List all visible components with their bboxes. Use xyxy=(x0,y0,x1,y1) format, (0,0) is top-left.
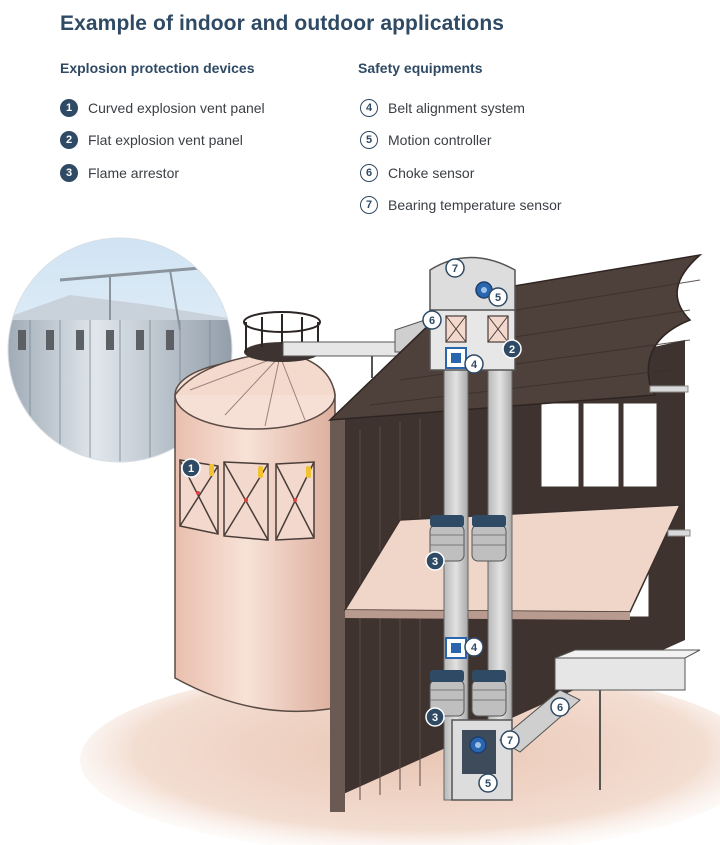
legend-label: Choke sensor xyxy=(388,165,475,181)
marker-number: 1 xyxy=(188,463,194,475)
legend-item-choke-sensor: 6 Choke sensor xyxy=(360,164,474,182)
marker-2: 2 xyxy=(502,339,522,359)
diagram-markers: 1 2 3 3 4 4 5 5 6 6 7 7 xyxy=(181,258,570,793)
silo xyxy=(174,311,336,713)
legend-item-flame-arrestor: 3 Flame arrestor xyxy=(60,164,179,182)
marker-4: 4 xyxy=(464,354,484,374)
marker-7: 7 xyxy=(445,258,465,278)
page-title: Example of indoor and outdoor applicatio… xyxy=(60,12,505,35)
legend-label: Flat explosion vent panel xyxy=(88,132,243,148)
silo-photo-inset xyxy=(8,238,232,462)
legend-item-belt-alignment: 4 Belt alignment system xyxy=(360,99,525,117)
marker-5: 5 xyxy=(478,773,498,793)
marker-number: 7 xyxy=(507,735,513,747)
bucket-elevator xyxy=(429,256,516,801)
marker-number: 3 xyxy=(432,556,438,568)
legend-item-flat-vent: 2 Flat explosion vent panel xyxy=(60,131,243,149)
legend-label: Bearing temperature sensor xyxy=(388,197,562,213)
legend-number-7: 7 xyxy=(360,196,378,214)
legend-item-bearing-temperature: 7 Bearing temperature sensor xyxy=(360,196,562,214)
marker-number: 5 xyxy=(485,778,491,790)
marker-4: 4 xyxy=(464,637,484,657)
marker-3: 3 xyxy=(425,551,445,571)
marker-6: 6 xyxy=(550,697,570,717)
marker-number: 3 xyxy=(432,712,438,724)
legend-number-5: 5 xyxy=(360,131,378,149)
legend-label: Belt alignment system xyxy=(388,100,525,116)
legend-number-4: 4 xyxy=(360,99,378,117)
legend-item-curved-vent: 1 Curved explosion vent panel xyxy=(60,99,265,117)
marker-3: 3 xyxy=(425,707,445,727)
legend-label: Motion controller xyxy=(388,132,492,148)
marker-number: 4 xyxy=(471,359,478,371)
marker-number: 5 xyxy=(495,292,501,304)
marker-5: 5 xyxy=(488,287,508,307)
flame-arrestors xyxy=(429,524,507,717)
marker-number: 4 xyxy=(471,642,478,654)
marker-number: 6 xyxy=(557,702,563,714)
legend-number-3: 3 xyxy=(60,164,78,182)
legend-item-motion-controller: 5 Motion controller xyxy=(360,131,492,149)
marker-7: 7 xyxy=(500,730,520,750)
marker-number: 2 xyxy=(509,344,515,356)
marker-number: 6 xyxy=(429,315,435,327)
legend-number-1: 1 xyxy=(60,99,78,117)
explosion-protection-heading: Explosion protection devices xyxy=(60,60,255,76)
legend-number-6: 6 xyxy=(360,164,378,182)
legend-label: Curved explosion vent panel xyxy=(88,100,265,116)
marker-number: 7 xyxy=(452,263,458,275)
legend-number-2: 2 xyxy=(60,131,78,149)
safety-equipments-heading: Safety equipments xyxy=(358,60,483,76)
curved-vent-panels xyxy=(179,459,315,541)
marker-6: 6 xyxy=(422,310,442,330)
belt-alignment-devices xyxy=(445,347,467,659)
legend-label: Flame arrestor xyxy=(88,165,180,181)
marker-1: 1 xyxy=(181,458,201,478)
